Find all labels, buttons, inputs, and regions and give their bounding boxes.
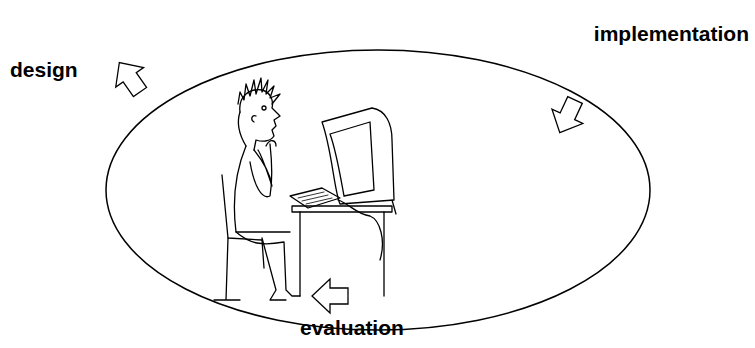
leg [236, 232, 300, 296]
cycle-label: evaluation [300, 316, 404, 339]
cable [338, 200, 382, 260]
keyboard-keys [298, 192, 332, 204]
block-arrow [105, 53, 153, 102]
head-back [238, 112, 246, 146]
collar [254, 150, 272, 186]
person-at-computer [214, 78, 396, 300]
cycle-label: design [10, 58, 78, 81]
keyboard [290, 188, 340, 208]
monitor [322, 108, 394, 204]
hair [238, 78, 280, 104]
eye [262, 106, 266, 110]
hand [266, 141, 276, 146]
monitor-screen [330, 122, 374, 196]
cycle-label: implementation [594, 22, 749, 45]
desk-legs [300, 212, 384, 296]
chair-legs [214, 238, 264, 300]
ear [252, 116, 256, 122]
cycle-ellipse [106, 50, 650, 330]
monitor-stand [392, 200, 396, 214]
block-arrow [544, 93, 590, 140]
torso [234, 146, 290, 232]
block-arrow [312, 279, 348, 313]
head [240, 90, 280, 150]
leg [262, 238, 286, 300]
arm [250, 144, 272, 197]
